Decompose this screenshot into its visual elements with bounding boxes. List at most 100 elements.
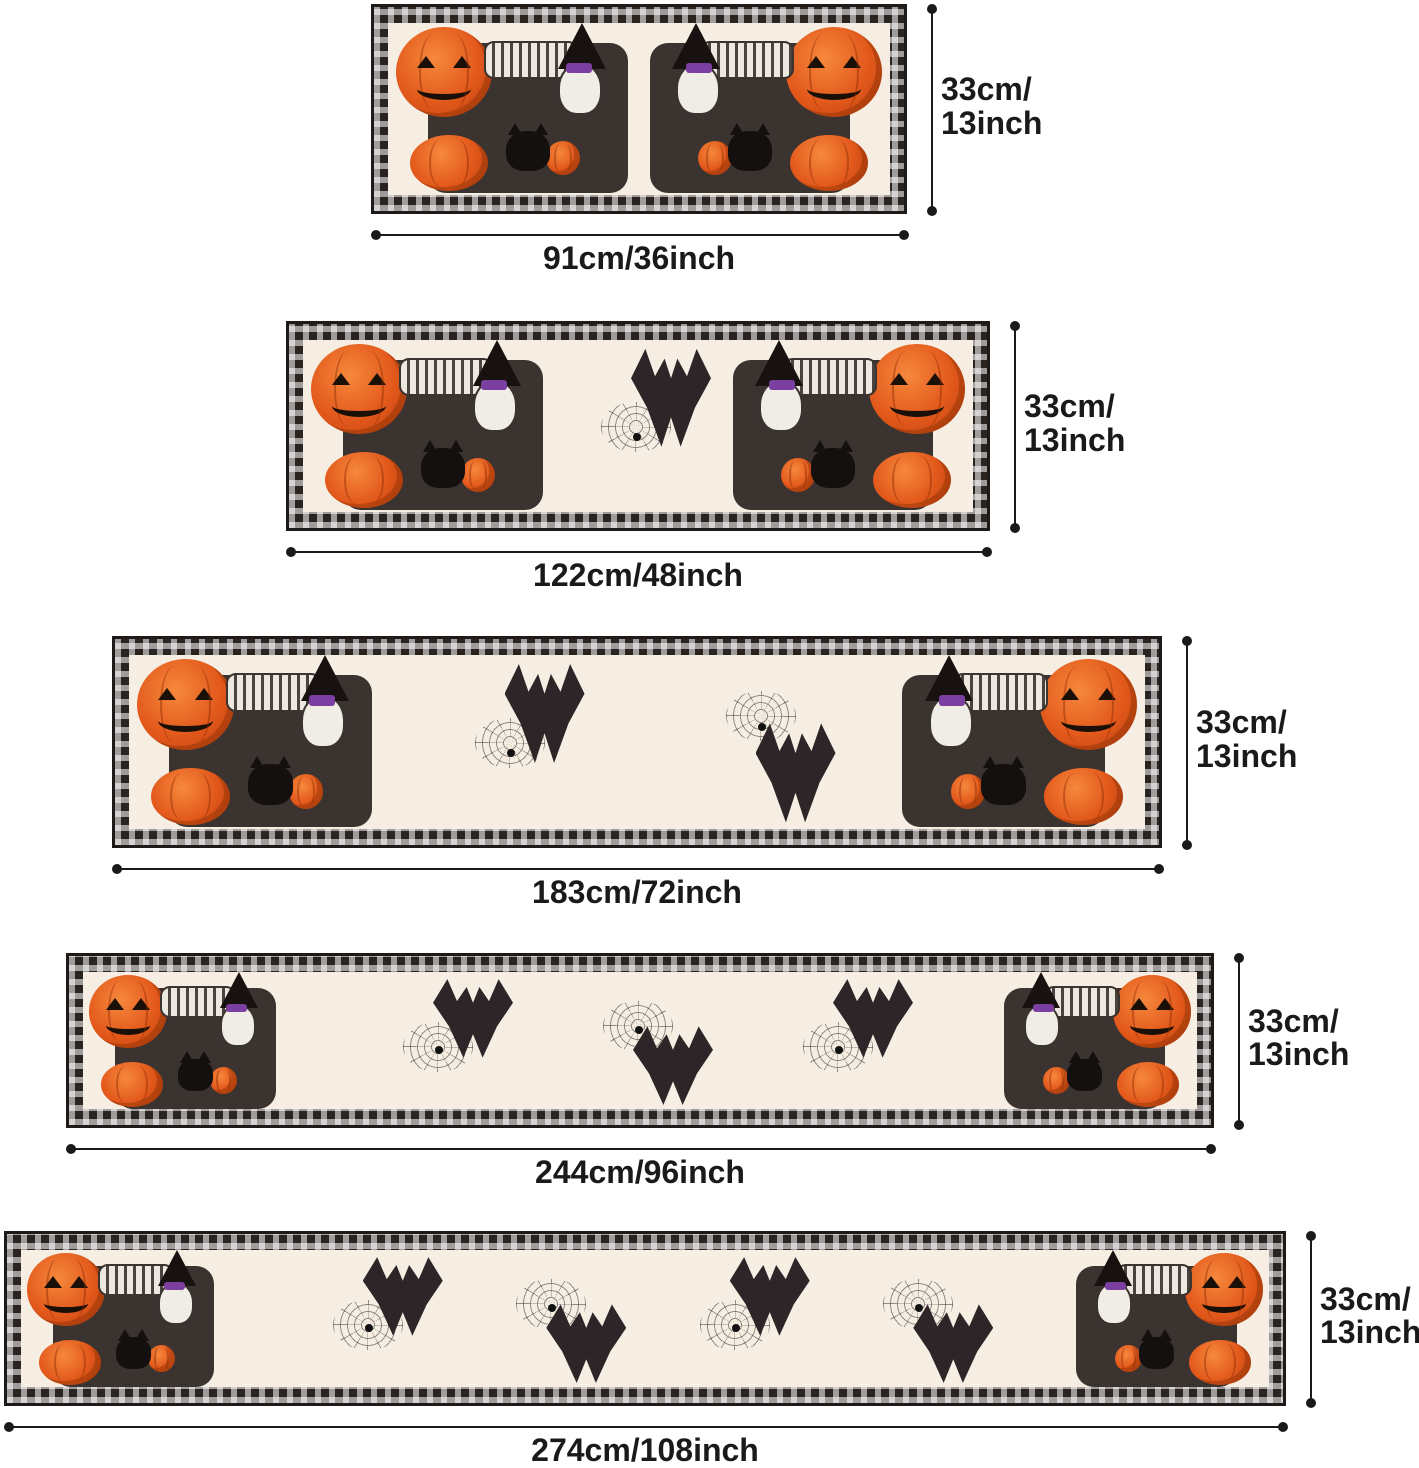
pumpkin-mouth bbox=[807, 77, 861, 100]
height-label: 33cm/13inch bbox=[1320, 1280, 1419, 1350]
small-pumpkin-icon bbox=[1114, 1344, 1143, 1373]
pumpkin-eye bbox=[131, 998, 150, 1011]
left-decor-cluster bbox=[83, 972, 343, 1109]
witch-hat-icon bbox=[1094, 1250, 1133, 1286]
pumpkin-icon bbox=[1188, 1339, 1252, 1385]
jack-o-lantern-icon bbox=[786, 27, 882, 117]
runner-print-area bbox=[129, 655, 1145, 829]
small-pumpkin-icon bbox=[288, 774, 324, 809]
bat-icon bbox=[633, 1026, 713, 1105]
height-dimension-line bbox=[1186, 640, 1188, 848]
hat-ribbon bbox=[1033, 1004, 1054, 1013]
jack-o-lantern-icon bbox=[1113, 975, 1191, 1048]
right-decor-cluster bbox=[1009, 1250, 1269, 1387]
jack-o-lantern-icon bbox=[137, 659, 235, 751]
height-dimension-line bbox=[931, 8, 933, 214]
pumpkin-mouth bbox=[890, 394, 944, 417]
pumpkin-icon bbox=[1043, 768, 1123, 825]
pumpkin-mouth bbox=[1061, 710, 1116, 733]
dimension-endpoint bbox=[286, 547, 296, 557]
left-decor-cluster bbox=[388, 23, 648, 195]
pumpkin-eye bbox=[1097, 688, 1116, 701]
pumpkin-icon bbox=[410, 135, 488, 191]
jack-o-lantern-icon bbox=[89, 975, 167, 1048]
height-label-line: 33cm/ bbox=[1320, 1280, 1411, 1317]
spider-icon bbox=[635, 1026, 643, 1035]
width-label: 122cm/48inch bbox=[533, 557, 743, 593]
witch-hat-icon bbox=[672, 23, 720, 69]
black-cat-icon bbox=[1066, 1050, 1103, 1091]
spider-icon bbox=[506, 748, 515, 757]
black-cat-icon bbox=[115, 1328, 152, 1369]
width-dimension-line bbox=[118, 868, 1160, 870]
height-dimension-line bbox=[1238, 957, 1240, 1128]
pumpkin-mouth bbox=[332, 394, 386, 417]
dimension-endpoint bbox=[112, 864, 122, 874]
height-label-line: 33cm/ bbox=[1248, 1002, 1339, 1039]
height-dimension-line bbox=[1014, 325, 1016, 531]
pumpkin-eye bbox=[367, 372, 386, 385]
black-cat-icon bbox=[1138, 1328, 1175, 1369]
small-pumpkin-icon bbox=[147, 1344, 176, 1373]
height-label-line: 33cm/ bbox=[1024, 388, 1115, 424]
black-cat-icon bbox=[811, 440, 855, 488]
witch-hat-icon bbox=[157, 1250, 196, 1286]
pumpkin-eye bbox=[194, 688, 213, 701]
right-decor-cluster bbox=[630, 23, 890, 195]
jack-o-lantern-icon bbox=[1039, 659, 1137, 751]
black-cat-icon bbox=[421, 440, 465, 488]
witch-hat-icon bbox=[219, 972, 258, 1008]
hat-ribbon bbox=[481, 380, 507, 390]
jack-o-lantern-icon bbox=[1185, 1253, 1263, 1326]
witch-hat-icon bbox=[1022, 972, 1061, 1008]
hat-ribbon bbox=[566, 63, 592, 73]
pumpkin-eye bbox=[69, 1276, 88, 1289]
pumpkin-mouth bbox=[158, 710, 213, 733]
dimension-endpoint bbox=[1182, 840, 1192, 850]
witch-hat-icon bbox=[300, 655, 349, 701]
pumpkin-icon bbox=[325, 452, 403, 508]
dimension-endpoint bbox=[1182, 636, 1192, 646]
width-dimension-line bbox=[377, 234, 905, 236]
witch-hat-icon bbox=[755, 340, 803, 386]
spider-icon bbox=[731, 1324, 740, 1333]
pumpkin-mouth bbox=[417, 77, 471, 100]
right-decor-cluster bbox=[937, 972, 1197, 1109]
pumpkin-eye bbox=[842, 55, 861, 68]
pumpkin-mouth bbox=[1130, 1016, 1174, 1035]
pumpkin-eye bbox=[807, 55, 826, 68]
hat-ribbon bbox=[938, 695, 965, 706]
small-pumpkin-icon bbox=[1042, 1066, 1071, 1095]
height-label: 33cm/13inch bbox=[1248, 1002, 1349, 1072]
pumpkin-eye bbox=[44, 1276, 63, 1289]
jack-o-lantern-icon bbox=[869, 344, 965, 434]
pumpkin-eye bbox=[1130, 998, 1149, 1011]
height-label: 33cm/13inch bbox=[941, 72, 1042, 140]
height-dimension-line bbox=[1310, 1235, 1312, 1406]
pumpkin-eye bbox=[417, 55, 436, 68]
small-pumpkin-icon bbox=[546, 141, 580, 175]
runner-print-area bbox=[83, 972, 1197, 1109]
spider-icon bbox=[364, 1324, 373, 1333]
height-label-line: 13inch bbox=[1024, 421, 1126, 458]
right-decor-cluster bbox=[713, 340, 973, 512]
width-label: 183cm/72inch bbox=[532, 874, 742, 910]
pumpkin-eye bbox=[1227, 1276, 1246, 1289]
width-dimension-line bbox=[292, 551, 988, 553]
bat-icon bbox=[546, 1304, 627, 1383]
black-cat-icon bbox=[506, 123, 550, 171]
runner-print-area bbox=[303, 340, 973, 512]
dimension-endpoint bbox=[899, 230, 909, 240]
jack-o-lantern-icon bbox=[27, 1253, 105, 1326]
width-label: 244cm/96inch bbox=[535, 1154, 745, 1190]
black-cat-icon bbox=[981, 756, 1026, 805]
dimension-endpoint bbox=[1234, 953, 1244, 963]
dimension-endpoint bbox=[1234, 1120, 1244, 1130]
small-pumpkin-icon bbox=[209, 1066, 238, 1095]
jack-o-lantern-icon bbox=[311, 344, 407, 434]
left-decor-cluster bbox=[303, 340, 563, 512]
pumpkin-eye bbox=[452, 55, 471, 68]
dimension-endpoint bbox=[927, 206, 937, 216]
table-runner-5 bbox=[4, 1231, 1286, 1406]
right-decor-cluster bbox=[885, 655, 1145, 829]
